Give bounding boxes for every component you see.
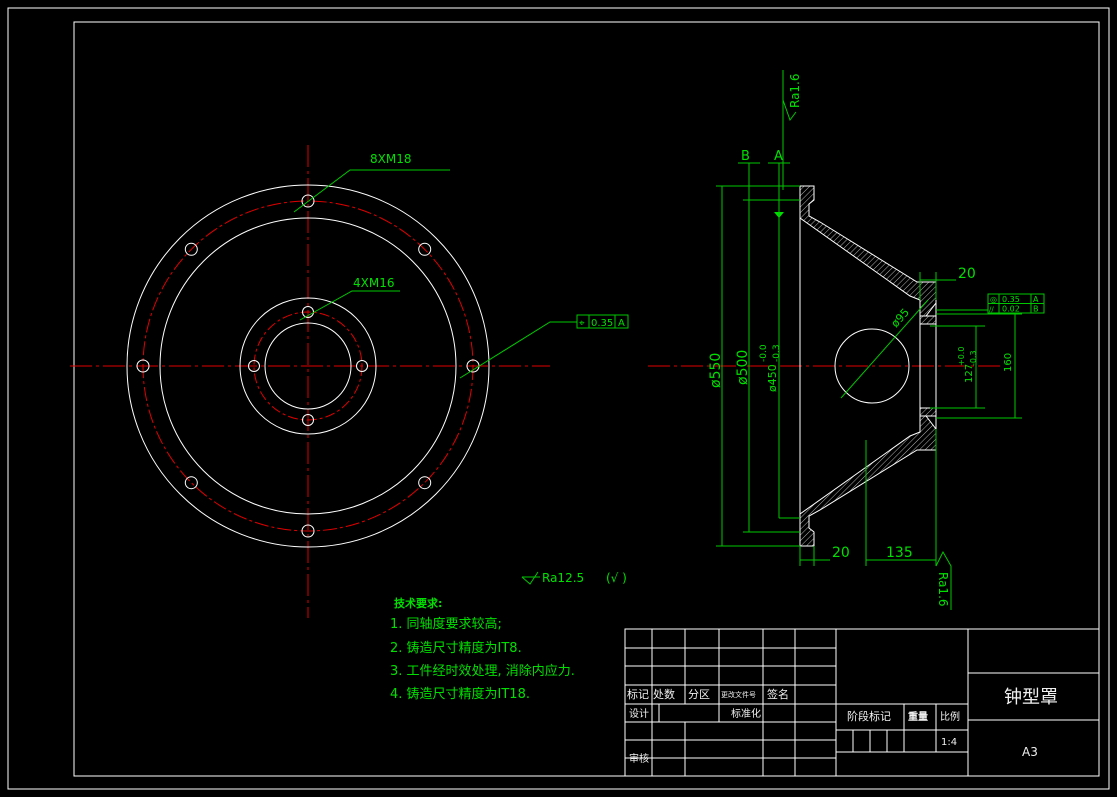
inner-holes-callout: 4XM16 [353,276,394,290]
dim-450-tol-upper: -0.0 [759,344,769,362]
tb-standardization: 标准化 [731,707,761,720]
dim-500: ø500 [735,350,751,385]
shell-lower-section [799,415,937,547]
outer-holes-callout: 8XM18 [370,152,411,166]
flange-outer-circle [126,184,490,548]
hub-bottom-section [919,407,937,417]
outer-hole-leader [293,169,450,213]
outer-border [7,7,1110,790]
inner-frame [73,21,1100,777]
dim-95: ø95 [889,306,913,330]
tb-review: 审核 [629,752,649,765]
roughness-top-symbol [782,70,797,122]
dim-135: 135 [886,545,913,561]
title-block: 标记 处数 分区 更改文件号 签名 设计 标准化 审核 阶段标记 重量 比例 1… [624,628,1100,777]
tb-sheet-size: A3 [1022,745,1038,759]
dim-127-tol-lower: -0.3 [969,350,978,366]
tb-design: 设计 [629,707,649,720]
position-tol-symbol: ⌖ [579,318,585,329]
tb-change-doc: 更改文件号 [721,690,756,699]
inner-hole [302,414,314,426]
tol-row2-value: 0.02 [1002,305,1020,314]
tol-row1-symbol: ◎ [990,295,997,304]
tol-row1-value: 0.35 [1002,295,1020,304]
outer-hole [184,242,198,256]
flange-inner-circle [159,217,457,515]
roughness-bottom-symbol [935,550,952,610]
datum-a: A [774,149,783,164]
roughness-bottom: Ra1.6 [936,572,950,607]
note-item: 3. 工件经时效处理, 消除内应力. [390,663,575,679]
inner-bolt-circle [253,311,363,421]
outer-hole [301,524,315,538]
position-tol-value: 0.35 [591,318,613,329]
hub-outer-circle [239,297,377,435]
hub-top-section [919,315,937,325]
tb-weight: 重量 [908,710,928,723]
technical-notes: 技术要求: 1. 同轴度要求较高; 2. 铸造尺寸精度为IT8. 3. 工件经时… [390,596,575,702]
inner-hole [356,360,368,372]
dim-top-20: 20 [958,266,976,282]
general-roughness: Ra12.5 (√ ) [521,571,627,585]
tol-row2-datum: B [1033,305,1039,314]
outer-hole [418,242,432,256]
shell-upper-section [799,185,937,317]
note-item: 1. 同轴度要求较高; [390,616,502,632]
dim-160: 160 [1003,353,1014,372]
dim-450-tol-lower: -0.3 [772,344,782,362]
front-view: 8XM18 4XM16 ⌖ 0.35 A [70,145,629,618]
dim-127: 127 [964,364,975,383]
roughness-top: Ra1.6 [788,73,802,108]
inner-hole-leader [299,290,400,321]
dim-550: ø550 [708,353,724,388]
tb-zone: 分区 [688,688,710,701]
tb-scale-label: 比例 [940,710,960,723]
dim-127-tol-upper: +0.0 [957,347,966,366]
position-tolerance-frame: ⌖ 0.35 A [576,314,629,329]
outer-hole [301,194,315,208]
notes-title: 技术要求: [394,596,442,610]
note-item: 2. 铸造尺寸精度为IT8. [390,640,522,656]
outer-hole [184,476,198,490]
side-window-circle [834,328,910,404]
runout-tolerance-frame: ◎ 0.35 A // 0.02 B [987,293,1045,314]
tb-scale-value: 1:4 [941,737,957,748]
general-roughness-suffix: (√ ) [606,571,627,585]
section-view: B A Ra1.6 ø550 ø500 ø450 -0.0 -0.3 ø95 2… [648,70,1045,610]
inner-hole [248,360,260,372]
tb-signature: 签名 [767,687,789,701]
tb-part-name: 钟型罩 [1004,687,1058,708]
general-roughness-label: Ra12.5 [542,571,584,585]
note-item: 4. 铸造尺寸精度为IT18. [390,686,530,702]
outer-hole [418,476,432,490]
position-tol-datum: A [618,318,625,329]
bore-circle [264,322,352,410]
roughness-symbol-icon [521,571,539,585]
datum-b: B [741,149,750,164]
tb-count: 处数 [653,688,675,701]
dim-95-line [840,299,929,399]
tb-stage-mark: 阶段标记 [847,709,891,723]
dim-bottom-20: 20 [832,545,850,561]
tol-row2-symbol: // [989,306,994,314]
dim-450: ø450 [766,364,779,392]
tb-mark: 标记 [627,687,649,701]
outer-hole [136,359,150,373]
tol-row1-datum: A [1033,295,1039,304]
position-tol-leader [459,321,577,379]
